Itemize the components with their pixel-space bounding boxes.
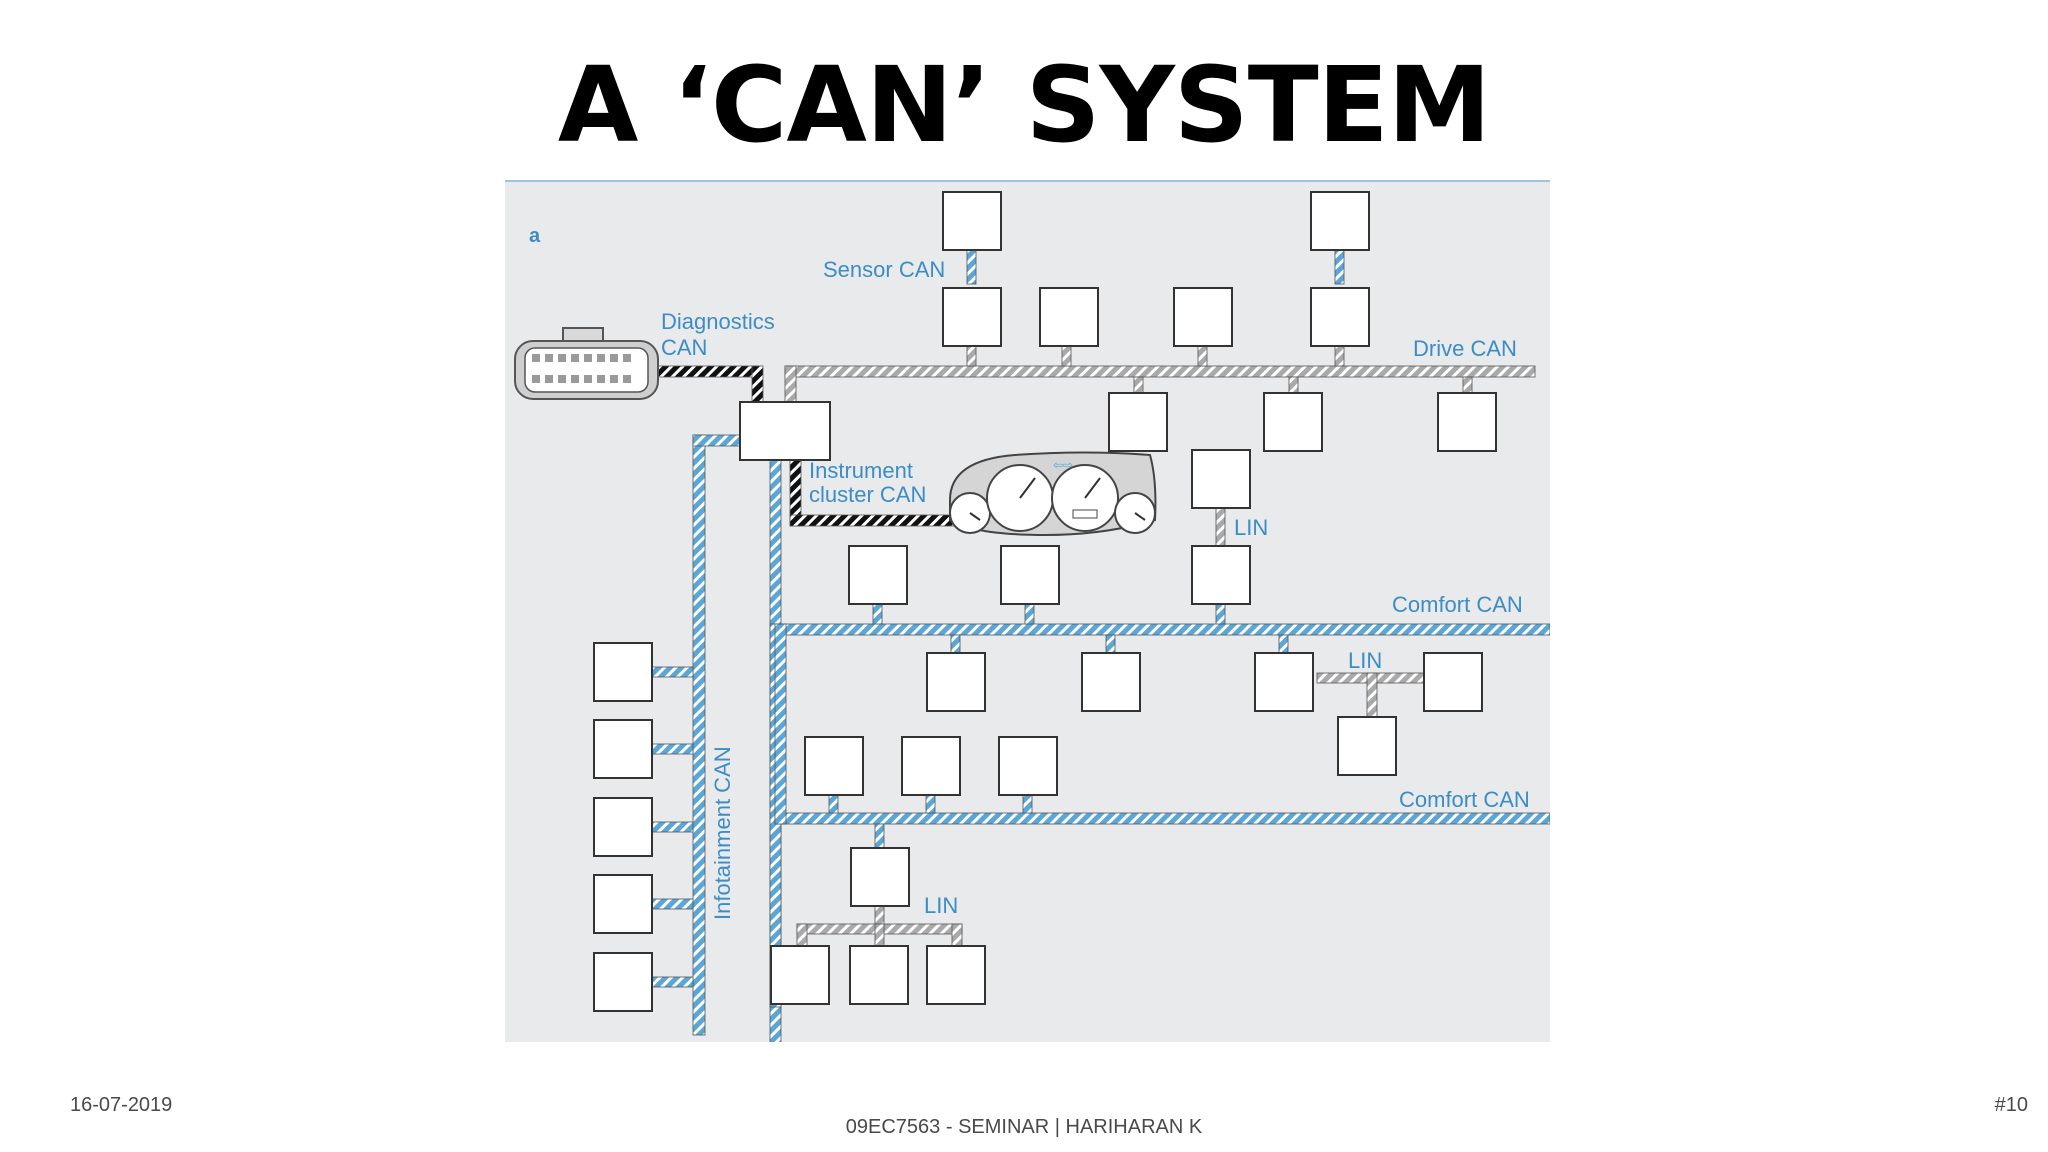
diagnostics-can-label-line2: CAN — [661, 335, 707, 360]
control-unit-box — [1437, 392, 1497, 452]
footer-text: 09EC7563 - SEMINAR | HARIHARAN K — [845, 1116, 1203, 1138]
footer-date: 16-07-2019 — [70, 1094, 173, 1116]
control-unit-box — [804, 736, 864, 796]
slide-title: A ‘CAN’ SYSTEM — [557, 44, 1491, 166]
can-system-diagram: ⇦⇨ a Sensor CAN — [505, 180, 1550, 1042]
infotainment-can-label: Infotainment CAN — [710, 746, 735, 920]
control-unit-box — [901, 736, 961, 796]
control-unit-box — [942, 191, 1002, 251]
control-unit-box — [1173, 287, 1233, 347]
control-unit-box — [926, 945, 986, 1005]
control-unit-box — [848, 545, 908, 605]
control-unit-box — [770, 945, 830, 1005]
control-unit-box — [593, 719, 653, 779]
instrument-cluster-can-label-line1: Instrument — [809, 458, 913, 483]
lin-cluster-label: LIN — [1234, 515, 1268, 540]
instrument-cluster-can-label-line2: cluster CAN — [809, 482, 926, 507]
control-unit-box — [926, 652, 986, 712]
page-number: #10 — [1994, 1094, 2028, 1116]
diagnostics-can-label-line1: Diagnostics — [661, 309, 775, 334]
comfort-can-label-2: Comfort CAN — [1399, 787, 1530, 812]
control-unit-box — [1310, 287, 1370, 347]
diagram-top-border — [505, 180, 1550, 182]
control-unit-box — [1191, 545, 1251, 605]
control-unit-box — [593, 952, 653, 1012]
control-unit-box — [942, 287, 1002, 347]
control-unit-box — [1337, 716, 1397, 776]
control-units — [593, 191, 1497, 1012]
lin-comfort-label: LIN — [1348, 648, 1382, 673]
control-unit-box — [849, 945, 909, 1005]
lin-bottom-label: LIN — [924, 893, 958, 918]
control-unit-box — [593, 642, 653, 702]
drive-can-label: Drive CAN — [1413, 336, 1517, 361]
control-unit-box — [1310, 191, 1370, 251]
control-unit-box — [1039, 287, 1099, 347]
instrument-cluster-icon: ⇦⇨ — [949, 451, 1157, 537]
control-unit-box — [1263, 392, 1323, 452]
obd-connector-icon — [514, 327, 659, 400]
control-unit-box — [593, 797, 653, 857]
control-unit-box — [1108, 392, 1168, 452]
control-unit-box — [1081, 652, 1141, 712]
control-unit-box — [1000, 545, 1060, 605]
comfort-can-label-1: Comfort CAN — [1392, 592, 1523, 617]
svg-text:⇦⇨: ⇦⇨ — [1053, 458, 1073, 472]
control-unit-box — [1254, 652, 1314, 712]
control-unit-box — [593, 874, 653, 934]
control-unit-box — [850, 847, 910, 907]
gateway-box — [739, 401, 831, 461]
sensor-can-label: Sensor CAN — [823, 257, 945, 282]
control-unit-box — [1423, 652, 1483, 712]
panel-label: a — [529, 225, 541, 247]
bus-lines — [651, 248, 1550, 1042]
control-unit-box — [998, 736, 1058, 796]
control-unit-box — [1191, 449, 1251, 509]
